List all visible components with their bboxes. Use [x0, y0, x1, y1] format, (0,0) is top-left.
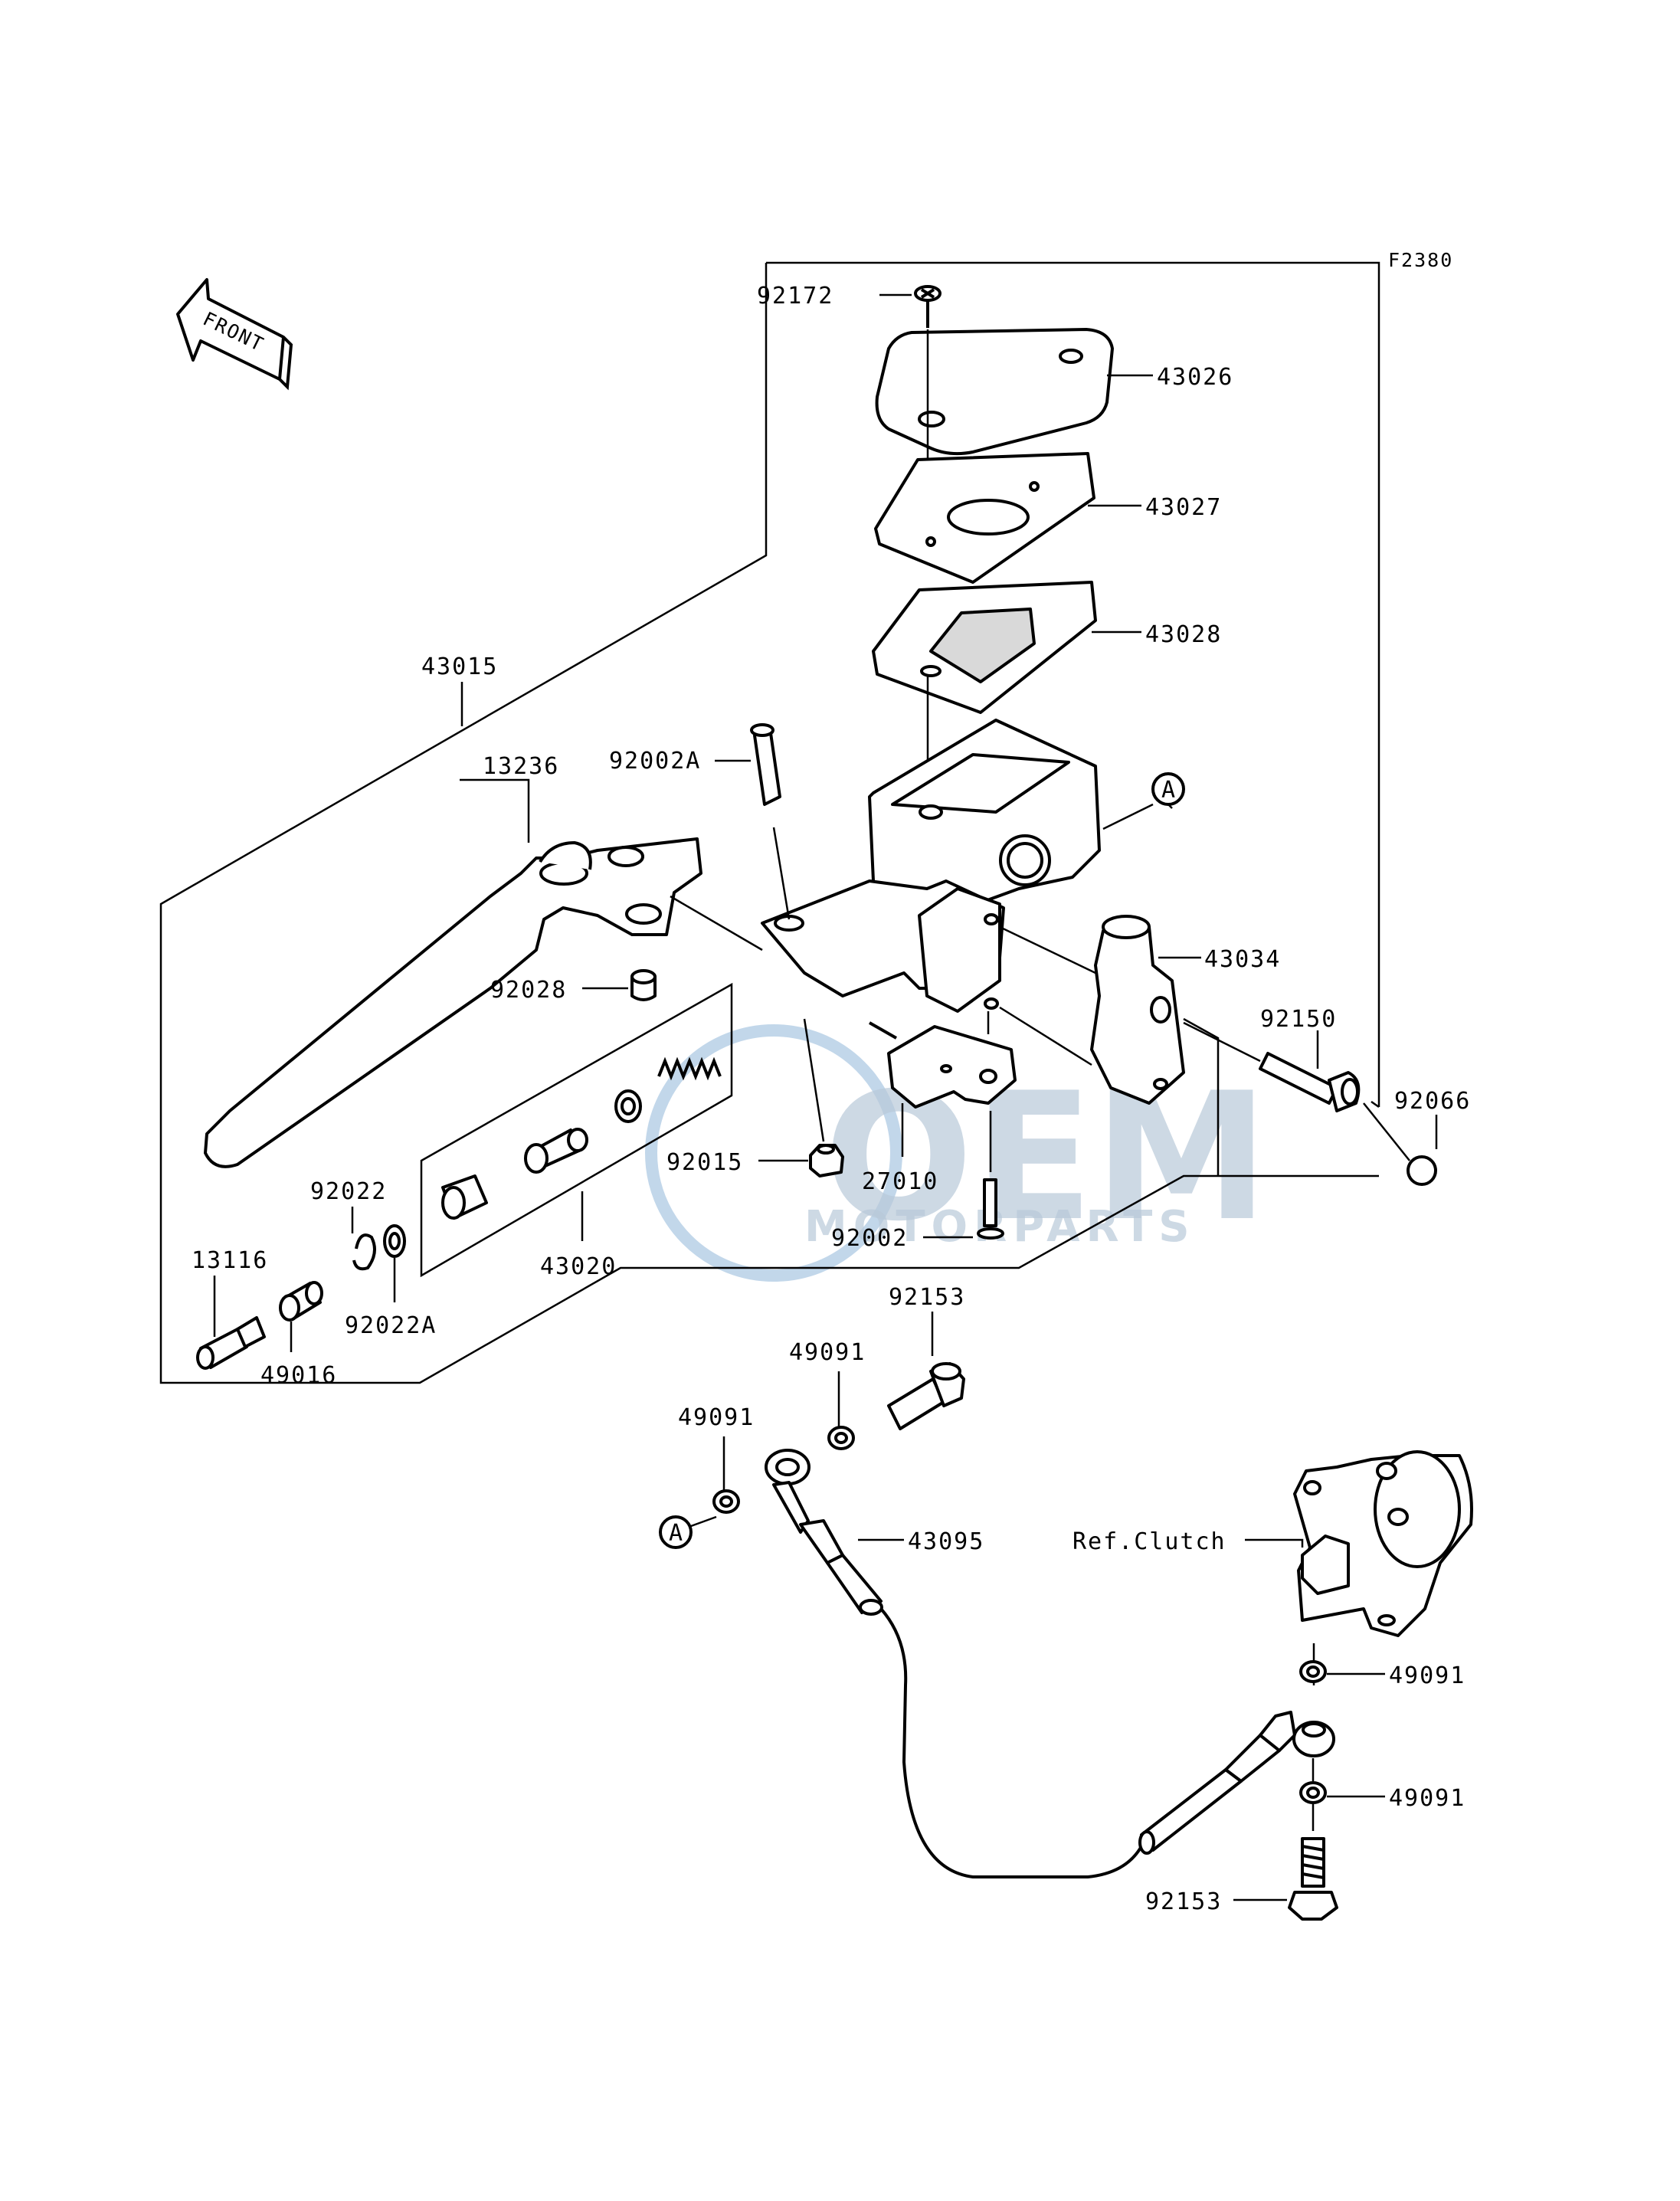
assembly-frame: [766, 261, 1380, 1107]
label-92002A: 92002A: [609, 748, 701, 775]
diaphragm-43028: [872, 581, 1097, 714]
cap-92066: [1407, 1155, 1437, 1186]
switch-27010: [869, 1021, 1017, 1109]
ref-mark-a-bottom-label: A: [669, 1520, 684, 1547]
bolt-92150: [1259, 1052, 1361, 1112]
label-ref-clutch: Ref.Clutch: [1073, 1528, 1226, 1555]
piston-kit-43020: [441, 1056, 722, 1220]
label-92028: 92028: [490, 977, 567, 1004]
nut-92015: [809, 1144, 844, 1177]
label-13116: 13116: [192, 1247, 268, 1274]
screw-92172: [914, 285, 942, 328]
pushrod-13116: [196, 1316, 266, 1370]
bushing-92028: [630, 969, 657, 1001]
label-92153-bottom: 92153: [1145, 1888, 1222, 1915]
figure-code: F2380: [1388, 249, 1453, 271]
circlip-92022: [352, 1233, 376, 1271]
master-cylinder-body: [761, 719, 1101, 1013]
banjo-bolt-92153-top: [887, 1362, 965, 1430]
label-43015: 43015: [421, 653, 498, 680]
banjo-bolt-92153-bottom: [1288, 1837, 1338, 1921]
label-49091-a: 49091: [789, 1339, 866, 1366]
label-43095: 43095: [908, 1528, 984, 1555]
label-43026: 43026: [1157, 364, 1233, 391]
label-49016: 49016: [260, 1362, 337, 1389]
label-92066: 92066: [1394, 1088, 1471, 1115]
ref-mark-a-bottom: [659, 1515, 693, 1549]
hose-43095: [765, 1449, 1335, 1878]
label-92015: 92015: [666, 1149, 743, 1176]
label-43027: 43027: [1145, 494, 1222, 521]
label-43034: 43034: [1204, 946, 1281, 973]
clamp-43034: [1090, 915, 1185, 1105]
label-27010: 27010: [862, 1168, 938, 1195]
label-49091-d: 49091: [1389, 1785, 1465, 1812]
screw-92002A: [750, 723, 781, 806]
label-92153-top: 92153: [889, 1284, 965, 1311]
label-43020: 43020: [540, 1253, 617, 1280]
ref-mark-a-top-label: A: [1161, 777, 1177, 804]
label-92002: 92002: [831, 1225, 908, 1252]
label-43028: 43028: [1145, 621, 1222, 648]
label-13236: 13236: [483, 753, 559, 780]
label-92172: 92172: [757, 283, 833, 310]
boot-49016: [279, 1281, 323, 1322]
subassembly-frame: [420, 982, 733, 1278]
screw-92002: [977, 1178, 1004, 1240]
label-92022A: 92022A: [345, 1312, 437, 1339]
label-49091-b: 49091: [678, 1404, 755, 1431]
reservoir-cap-43026: [875, 328, 1114, 456]
diaphragm-plate-43027: [874, 452, 1095, 584]
front-arrow-icon: FRONT: [176, 278, 293, 391]
label-92150: 92150: [1260, 1006, 1337, 1033]
clutch-release-cylinder: [1293, 1450, 1473, 1637]
lever-13236: [204, 837, 702, 1168]
label-49091-c: 49091: [1389, 1662, 1465, 1689]
ref-mark-a-top: [1151, 772, 1185, 806]
label-92022: 92022: [310, 1178, 387, 1205]
